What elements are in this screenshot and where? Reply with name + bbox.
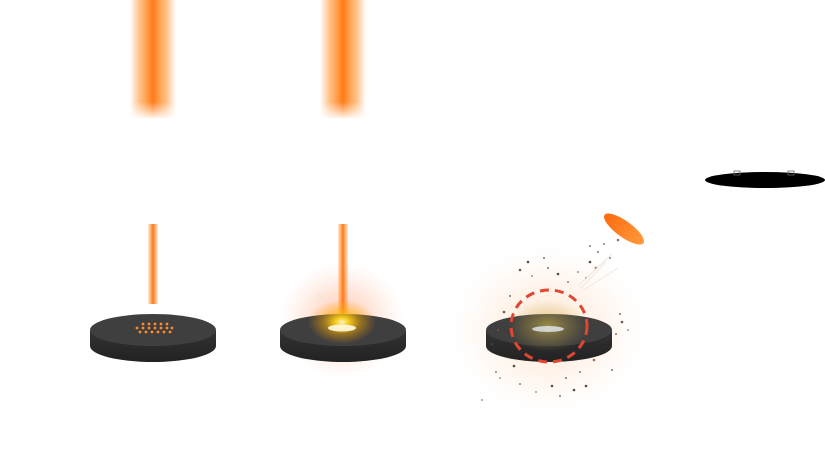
plume-rays [577,253,619,292]
debris-particle [499,377,501,379]
grid-dot [159,326,163,330]
highlight-circle [509,288,589,364]
grid-dot [159,322,163,326]
grid-dot [147,322,151,326]
grid-dot [170,326,174,330]
target-disc-1 [90,314,216,362]
debris-particle [505,347,507,349]
debris-particle [512,364,516,368]
debris-particle [550,384,554,388]
grid-dot [141,326,145,330]
debris-particle [518,268,522,272]
debris-particle [556,272,560,276]
grid-dot [165,326,169,330]
debris-particle [605,347,607,349]
panel-2 [280,0,406,378]
grid-dot [144,330,148,334]
lens-flake [604,213,644,245]
grid-dot [153,322,157,326]
laser-beam-wide-2 [320,0,366,118]
grid-dot [141,322,145,326]
debris-particle [627,329,629,331]
debris-particle [572,388,576,392]
debris-particle [481,399,483,401]
arrow-indicator [314,291,324,302]
debris-particle [616,238,620,242]
debris-particle [589,245,591,247]
debris-particle [615,333,617,335]
debris-particle [579,371,581,373]
debris-particle [584,384,588,388]
debris-particle [490,342,494,346]
debris-particle [597,251,599,253]
laser-beam-wide-1 [130,0,176,118]
laser-beam-thin-2 [338,224,348,314]
grid-dot [147,326,151,330]
debris-particle [495,371,497,373]
debris-particle [620,320,624,324]
grid-dot [138,330,142,334]
debris-particle [609,257,611,259]
debris-particle [497,329,499,331]
panel-1 [90,0,216,362]
orange-dot-grid [135,322,174,334]
lens-ellipse [705,172,825,188]
debris-particle [588,260,592,264]
debris-particle [577,271,579,273]
grid-dot [150,330,154,334]
debris-particle [509,295,511,297]
debris-particle [547,267,549,269]
debris-particle [535,391,537,393]
debris-particle [567,281,569,283]
debris-particle [531,275,533,277]
debris-particle [611,369,613,371]
debris-particle [592,358,596,362]
debris-particle [603,243,605,245]
glow-spot [308,300,376,344]
panel-4 [705,170,825,188]
debris-particle [519,383,521,385]
panel-3 [448,213,648,415]
debris-particle [543,257,545,259]
laser-beam-thin-1 [148,224,158,304]
grid-dot [156,330,160,334]
debris-particle [502,310,506,314]
debris-particle [526,260,530,264]
grid-dot [168,330,172,334]
grid-dot [165,322,169,326]
grid-dot [135,326,139,330]
grid-dot [153,326,157,330]
debris-particle [565,377,567,379]
grid-dot [162,330,166,334]
debris-particle [619,313,621,315]
debris-particle [559,395,561,397]
